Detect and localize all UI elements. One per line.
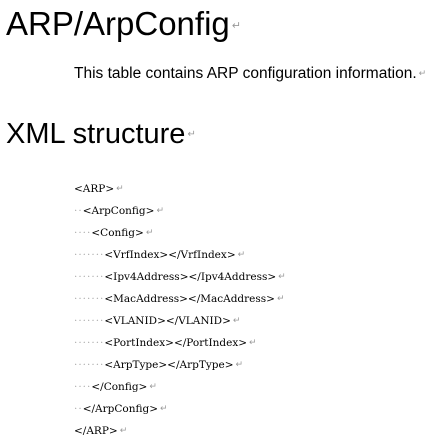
paragraph-mark-icon: ↵ (418, 69, 427, 79)
indent-dots: ·· (74, 205, 83, 217)
xml-line-arptype: ·······<ArpType></ArpType>↵ (74, 354, 243, 376)
xml-line-vlanid: ·······<VLANID></VLANID>↵ (74, 310, 240, 332)
paragraph-mark-icon: ↵ (278, 272, 286, 282)
xml-line-ipv4address: ·······<Ipv4Address></Ipv4Address>↵ (74, 266, 286, 288)
xml-line-portindex: ·······<PortIndex></PortIndex>↵ (74, 332, 257, 354)
xml-line-text: </ARP> (74, 425, 118, 437)
xml-line-text: </Config> (91, 381, 148, 393)
xml-line-arpconfig-open: ··<ArpConfig>↵ (74, 200, 164, 222)
paragraph-mark-icon: ↵ (116, 184, 124, 194)
xml-line-arp-open: <ARP>↵ (74, 178, 124, 200)
xml-line-macaddress: ·······<MacAddress></MacAddress>↵ (74, 288, 285, 310)
indent-dots: ······· (74, 249, 105, 261)
paragraph-mark-icon: ↵ (160, 404, 168, 414)
paragraph-mark-icon: ↵ (276, 294, 285, 304)
xml-line-text: <VLANID></VLANID> (104, 315, 231, 327)
xml-line-text: <ArpConfig> (82, 205, 155, 217)
indent-dots: ······· (74, 359, 105, 371)
table-description-text: This table contains ARP configuration in… (74, 65, 417, 83)
xml-line-arpconfig-close: ··</ArpConfig>↵ (74, 398, 168, 420)
indent-dots: ······· (74, 271, 105, 283)
paragraph-mark-icon: ↵ (249, 338, 257, 348)
section-title: XML structure↵ (6, 116, 196, 153)
paragraph-mark-icon: ↵ (187, 129, 196, 141)
paragraph-mark-icon: ↵ (232, 316, 241, 326)
paragraph-mark-icon: ↵ (237, 250, 246, 260)
xml-line-config-open: ····<Config>↵ (74, 222, 153, 244)
paragraph-mark-icon: ↵ (119, 426, 128, 436)
indent-dots: ·· (74, 403, 83, 415)
paragraph-mark-icon: ↵ (145, 228, 154, 238)
xml-line-text: <ARP> (74, 183, 115, 195)
indent-dots: ······· (74, 337, 105, 349)
xml-line-text: <Config> (91, 227, 144, 239)
xml-line-arp-close: </ARP>↵ (74, 420, 127, 442)
table-description: This table contains ARP configuration in… (74, 64, 426, 84)
indent-dots: ···· (74, 227, 92, 239)
xml-line-text: <Ipv4Address></Ipv4Address> (104, 271, 277, 283)
page-title-text: ARP/ArpConfig (6, 5, 230, 42)
paragraph-mark-icon: ↵ (231, 19, 241, 33)
paragraph-mark-icon: ↵ (156, 206, 164, 216)
xml-line-vrfindex: ·······<VrfIndex></VrfIndex>↵ (74, 244, 245, 266)
indent-dots: ···· (74, 381, 92, 393)
paragraph-mark-icon: ↵ (149, 382, 157, 392)
indent-dots: ······· (74, 315, 105, 327)
section-title-text: XML structure (6, 118, 186, 150)
indent-dots: ······· (74, 293, 105, 305)
paragraph-mark-icon: ↵ (235, 360, 244, 370)
xml-line-text: <VrfIndex></VrfIndex> (104, 249, 236, 261)
xml-line-text: <ArpType></ArpType> (104, 359, 234, 371)
page-title: ARP/ArpConfig↵ (6, 4, 241, 46)
xml-line-config-close: ····</Config>↵ (74, 376, 157, 398)
xml-line-text: </ArpConfig> (82, 403, 158, 415)
xml-line-text: <MacAddress></MacAddress> (104, 293, 275, 305)
xml-line-text: <PortIndex></PortIndex> (104, 337, 248, 349)
